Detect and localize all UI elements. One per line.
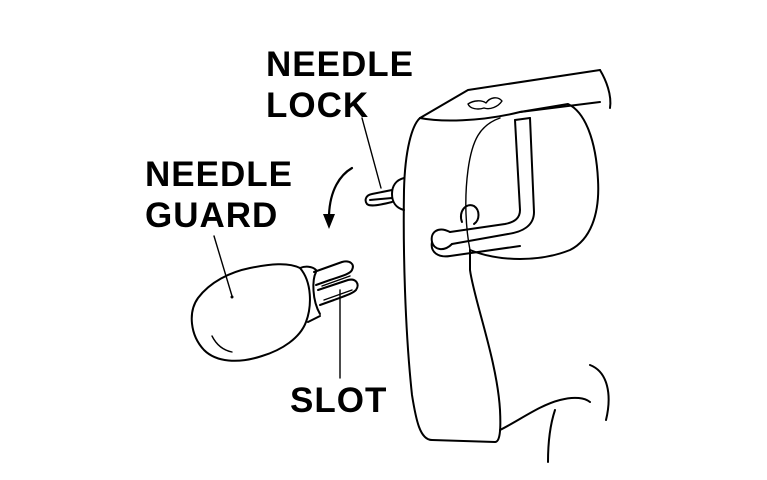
needle-guard-part [190, 235, 359, 379]
needle-lock-post [361, 117, 405, 211]
label-needle-lock-line2: LOCK [266, 86, 370, 125]
label-needle-lock-line1: NEEDLE [266, 45, 414, 84]
label-needle-lock: NEEDLE LOCK [266, 44, 414, 126]
device-body [402, 69, 612, 463]
rotate-arrow-icon [323, 166, 354, 229]
label-needle-guard-line1: NEEDLE [145, 155, 293, 194]
label-needle-guard-line2: GUARD [145, 196, 279, 235]
label-slot: SLOT [290, 381, 388, 420]
label-needle-guard: NEEDLE GUARD [145, 154, 293, 236]
